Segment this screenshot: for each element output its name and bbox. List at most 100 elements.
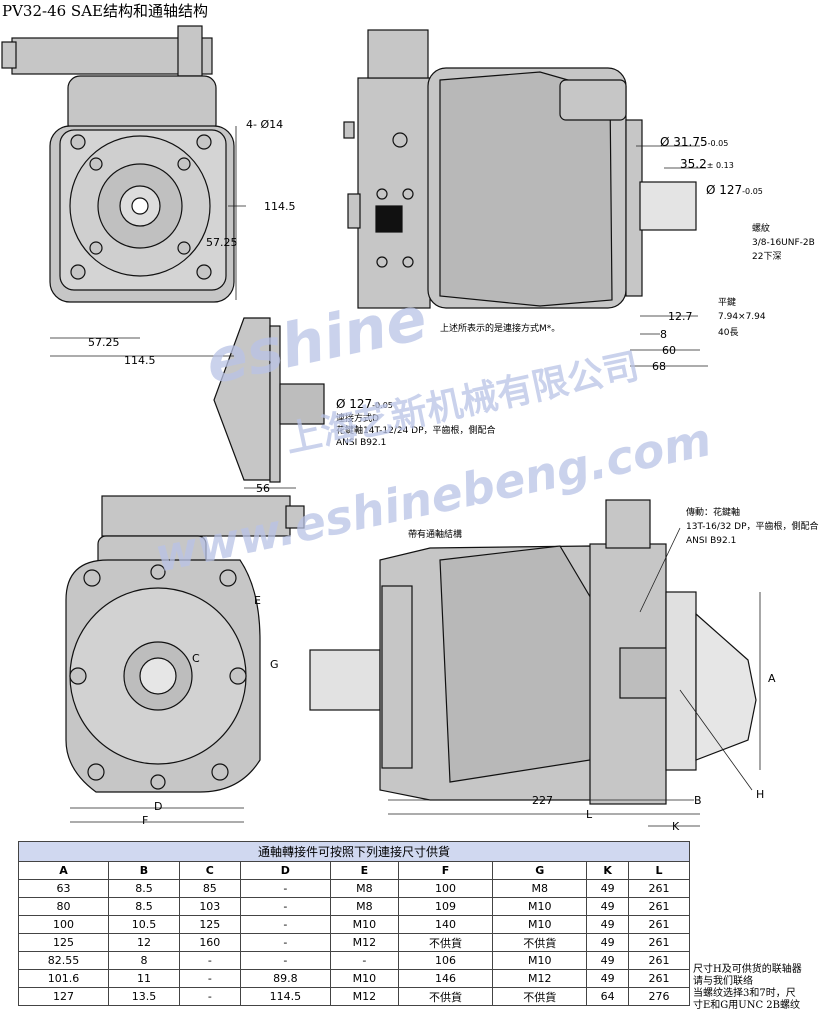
table-cell: - xyxy=(329,951,399,970)
table-cell: M8 xyxy=(492,879,588,898)
note-line-2: 请与我们联络 xyxy=(693,976,753,987)
table-cell: M10 xyxy=(329,969,399,988)
dim-68: 68 xyxy=(652,360,666,373)
column-header: D xyxy=(239,861,331,880)
table-cell: 261 xyxy=(627,897,691,916)
conn-d-label-3: ANSI B92.1 xyxy=(336,438,387,448)
connection-note: 上述所表示的是連接方式M*。 xyxy=(440,324,561,334)
table-cell: 49 xyxy=(586,933,629,952)
table-cell: - xyxy=(239,915,331,934)
table-cell: 261 xyxy=(627,969,691,988)
table-cell: 8.5 xyxy=(108,897,180,916)
column-header: B xyxy=(108,861,180,880)
table-cell: 49 xyxy=(586,879,629,898)
table-cell: 85 xyxy=(178,879,241,898)
label-b: B xyxy=(694,794,702,807)
label-e: E xyxy=(254,594,261,607)
table-cell: M10 xyxy=(492,897,588,916)
dim-114-5-vertical: 114.5 xyxy=(264,200,296,213)
table-cell: M10 xyxy=(329,915,399,934)
table-cell: 49 xyxy=(586,951,629,970)
label-l: L xyxy=(586,808,593,821)
label-k: K xyxy=(672,820,680,833)
flange-detail-view xyxy=(213,317,325,483)
holes-label: 4- Ø14 xyxy=(246,118,284,131)
table-cell: 140 xyxy=(397,915,494,934)
table-cell: 不供貨 xyxy=(397,933,494,952)
table-cell: 125 xyxy=(178,915,241,934)
column-header: K xyxy=(586,861,629,880)
table-cell: - xyxy=(239,879,331,898)
table-cell: 276 xyxy=(627,987,691,1006)
dim-8: 8 xyxy=(660,328,667,341)
label-h: H xyxy=(756,788,765,801)
flange-diameter: Ø 127-0.05 xyxy=(336,397,393,411)
table-cell: 8 xyxy=(108,951,180,970)
key-label-3: 40長 xyxy=(718,328,739,338)
table-cell: M12 xyxy=(329,987,399,1006)
table-cell: M10 xyxy=(492,915,588,934)
column-header: G xyxy=(492,861,588,880)
table-cell: 114.5 xyxy=(239,987,331,1006)
table-cell: 261 xyxy=(627,879,691,898)
table-cell: 100 xyxy=(397,879,494,898)
thru-shaft-label: 帶有通軸結構 xyxy=(408,530,463,540)
table-cell: - xyxy=(239,951,331,970)
sae-front-view xyxy=(1,25,235,303)
column-header: A xyxy=(17,861,110,880)
column-header: E xyxy=(329,861,399,880)
note-line-4: 寸E和G用UNC 2B螺纹 xyxy=(693,1000,801,1011)
label-f: F xyxy=(142,814,149,827)
table-cell: 89.8 xyxy=(239,969,331,988)
table-cell: - xyxy=(178,969,241,988)
table-cell: 261 xyxy=(627,915,691,934)
drive-label-3: ANSI B92.1 xyxy=(686,536,737,546)
table-cell: 64 xyxy=(586,987,629,1006)
label-a: A xyxy=(768,672,776,685)
table-cell: 13.5 xyxy=(108,987,180,1006)
table-cell: 100 xyxy=(17,915,110,934)
table-cell: 125 xyxy=(17,933,110,952)
table-cell: - xyxy=(178,987,241,1006)
table-cell: M12 xyxy=(329,933,399,952)
label-g: G xyxy=(270,658,279,671)
dim-56: 56 xyxy=(256,482,270,495)
table-cell: 82.55 xyxy=(17,951,110,970)
key-height: 35.2± 0.13 xyxy=(680,157,734,171)
shaft-diameter: Ø 31.75-0.05 xyxy=(660,135,729,149)
table-cell: 11 xyxy=(108,969,180,988)
page-title: PV32-46 SAE结构和通轴结构 xyxy=(2,2,208,20)
table-caption: 通軸轉接件可按照下列連接尺寸供貨 xyxy=(18,841,690,862)
column-header: L xyxy=(627,861,691,880)
thread-label-3: 22下深 xyxy=(752,252,782,262)
table-cell: 146 xyxy=(397,969,494,988)
thru-side-view xyxy=(309,499,757,805)
table-cell: M12 xyxy=(492,969,588,988)
table-cell: 106 xyxy=(397,951,494,970)
column-header: F xyxy=(397,861,494,880)
sae-side-view xyxy=(343,29,697,309)
table-cell: 261 xyxy=(627,933,691,952)
table-cell: 109 xyxy=(397,897,494,916)
table-cell: 261 xyxy=(627,951,691,970)
thread-label-1: 螺紋 xyxy=(752,224,771,234)
conn-d-label-1: 連接方式D xyxy=(336,414,379,424)
thru-front-view xyxy=(65,495,305,793)
dim-114-5-horizontal: 114.5 xyxy=(124,354,156,367)
table-cell: M10 xyxy=(492,951,588,970)
table-cell: 不供貨 xyxy=(492,987,588,1006)
note-line-3: 当螺纹选择3和7时，尺 xyxy=(693,988,796,999)
column-header: C xyxy=(178,861,241,880)
table-cell: 不供貨 xyxy=(492,933,588,952)
table-cell: 160 xyxy=(178,933,241,952)
table-cell: - xyxy=(239,933,331,952)
key-label-2: 7.94×7.94 xyxy=(718,312,766,322)
dim-60: 60 xyxy=(662,344,676,357)
drive-label-2: 13T-16/32 DP，平齒根，側配合 xyxy=(686,522,819,532)
